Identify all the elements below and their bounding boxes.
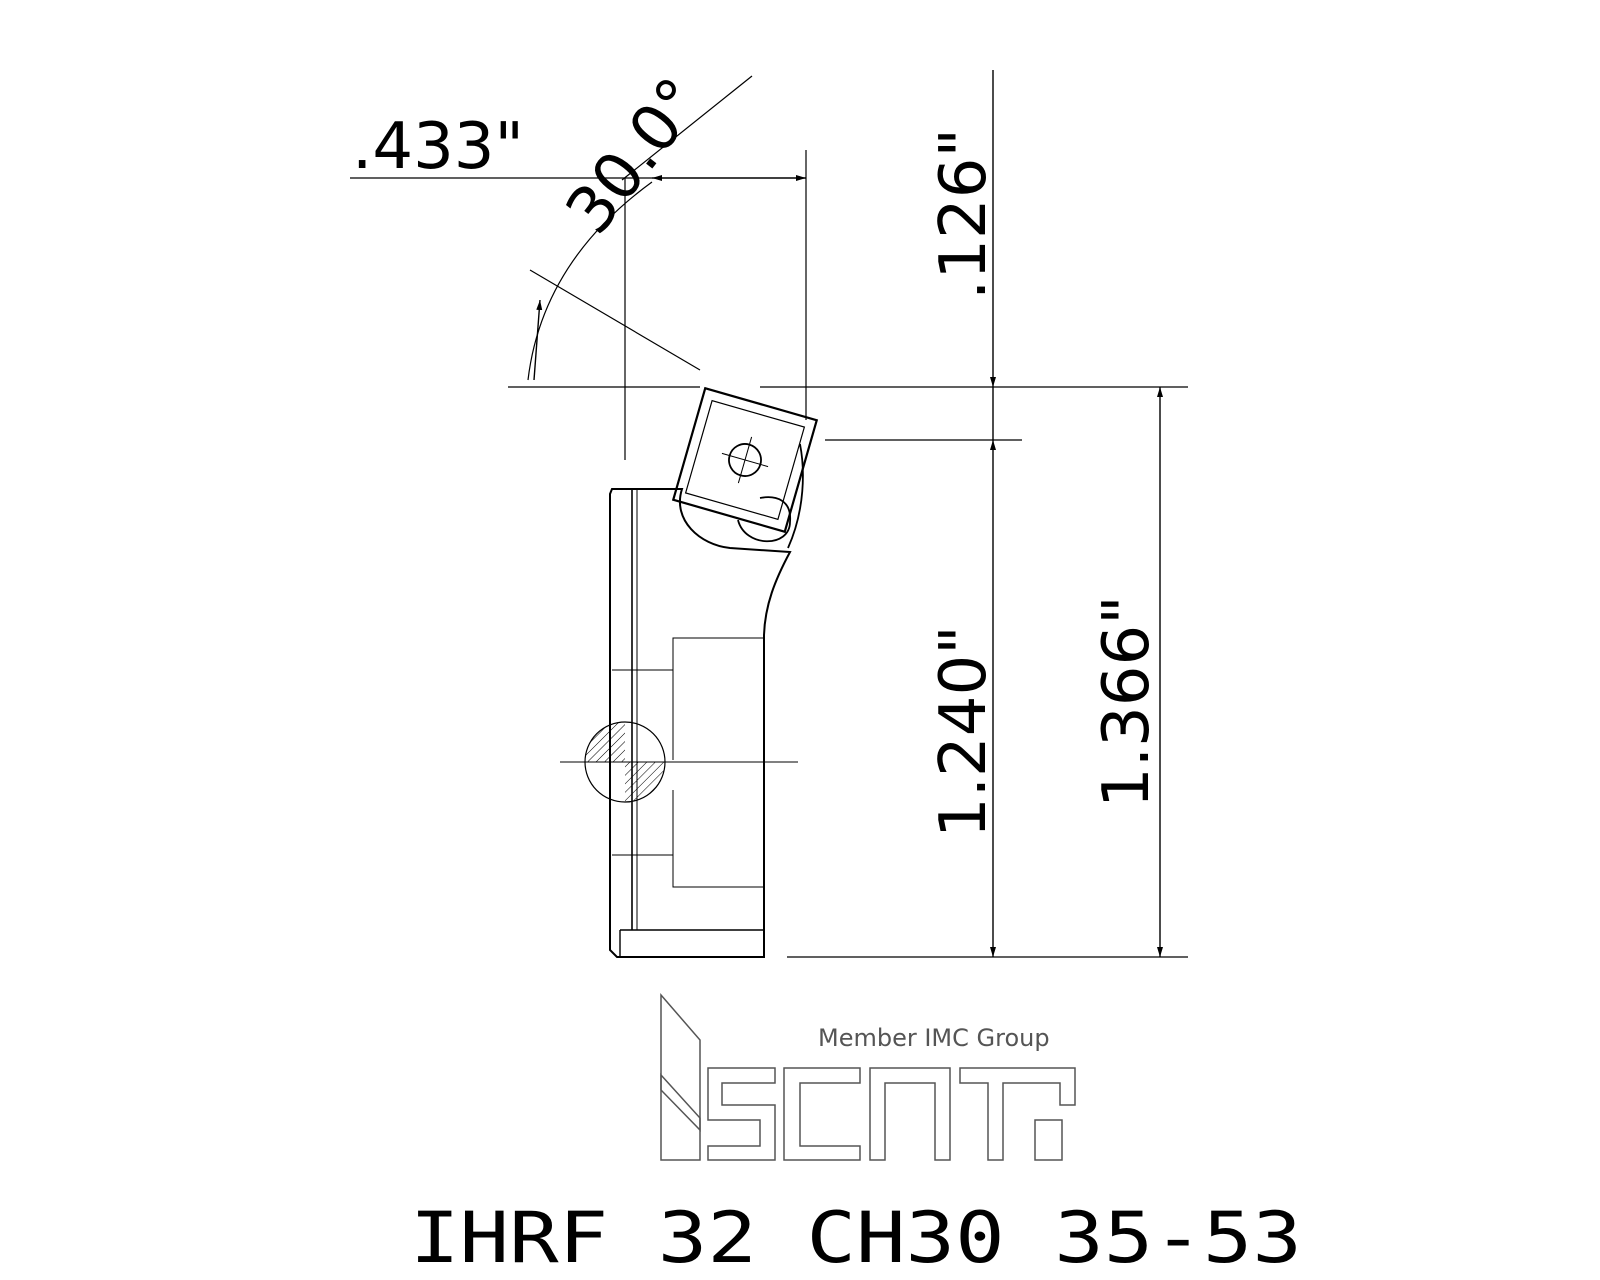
coolant-hole-section [584,721,666,803]
dimension-lines [533,70,1163,957]
dim-height-inner-label: 1.240" [927,625,1001,838]
insert-seat-pad [737,496,791,543]
tool-holder [609,443,804,958]
dim-angle-label: 30.0° [552,65,718,248]
cutting-insert [671,386,819,534]
tool-body-outline [609,488,792,958]
coolant-channel [560,637,798,888]
iscar-logo: Member IMC Group [660,992,1076,1161]
dim-height-total-label: 1.366" [1090,595,1164,808]
dim-width-label: .433" [352,110,524,184]
logo-brand-mark [660,992,1076,1161]
logo-tagline: Member IMC Group [818,1024,1050,1052]
extension-lines [350,75,1188,958]
dim-top-offset-label: .126" [927,128,1001,300]
dim-angle-arrow-line [533,299,543,381]
part-number: IHRF 32 CH30 35-53 [410,1197,1302,1279]
